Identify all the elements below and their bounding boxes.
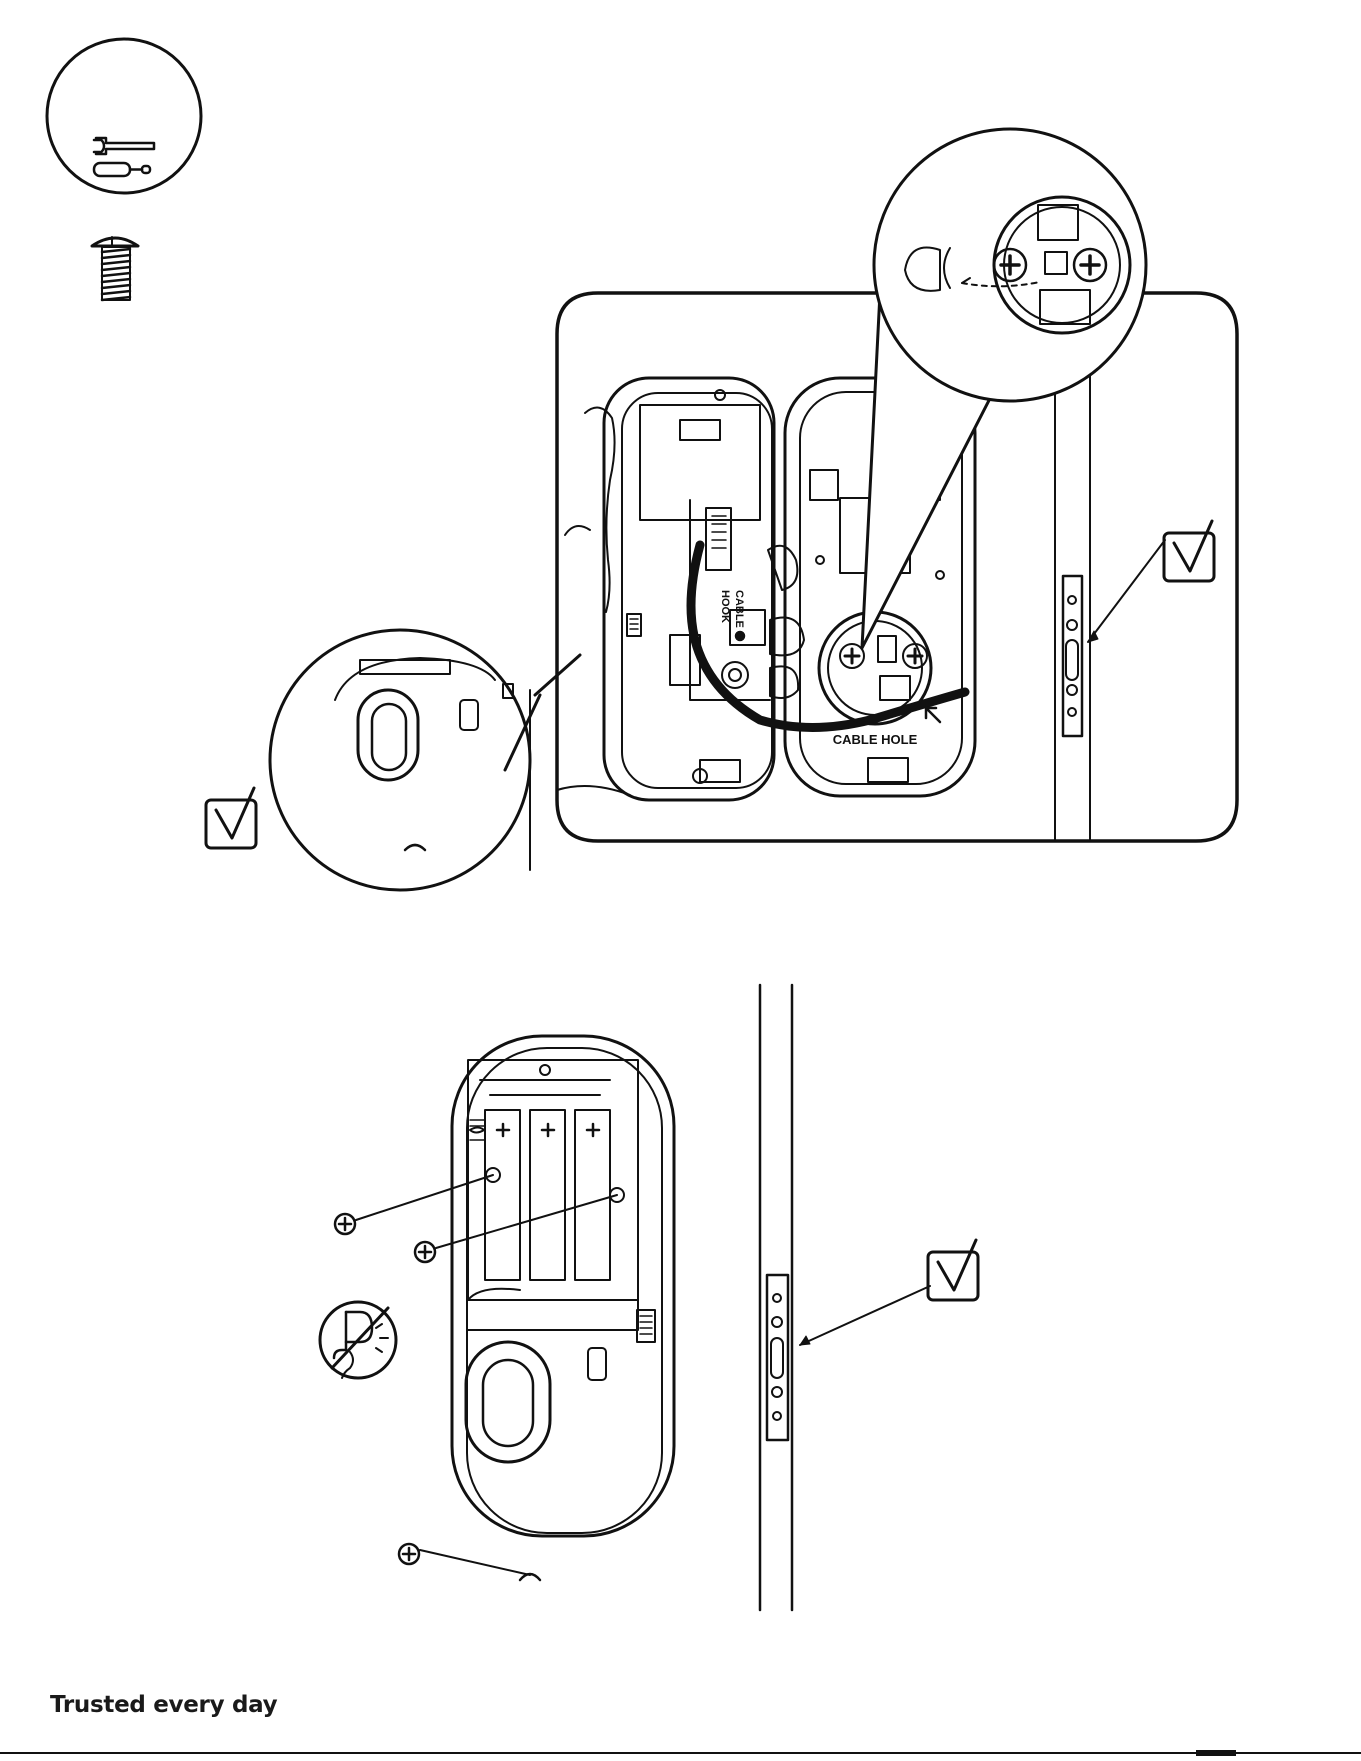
wrench-icon xyxy=(94,138,154,154)
cable-hole-label: CABLE HOLE xyxy=(833,732,918,747)
svg-text:HOOK: HOOK xyxy=(719,590,731,623)
screw-icon xyxy=(92,237,138,300)
phillips-screw xyxy=(903,644,927,668)
mounting-screw xyxy=(399,1544,530,1575)
door-edge xyxy=(760,985,792,1610)
page-tab-marker xyxy=(1196,1750,1236,1756)
cable-hook-label-line2: HOOK xyxy=(719,590,731,623)
phillips-screw xyxy=(840,644,864,668)
cable-hook-label-line1: CABLE xyxy=(733,590,745,628)
checkbox-check-icon xyxy=(1164,521,1214,581)
svg-text:CABLE: CABLE xyxy=(733,590,745,628)
interior-unit-assembly xyxy=(452,1036,674,1580)
cable-detail-callout xyxy=(862,129,1146,648)
knob-detail-callout xyxy=(270,630,580,890)
checkbox-check-icon xyxy=(206,788,256,848)
screwdriver-icon xyxy=(94,163,150,176)
door-strike-plate xyxy=(1063,576,1082,736)
checkbox-check-icon xyxy=(928,1240,978,1300)
page-bottom-rule xyxy=(0,1752,1361,1754)
mounting-screw xyxy=(335,1175,493,1234)
mounting-screw xyxy=(415,1195,617,1262)
tools-required-badge xyxy=(47,39,201,193)
brand-tagline: Trusted every day xyxy=(50,1692,277,1718)
no-power-drill-icon xyxy=(320,1302,396,1378)
